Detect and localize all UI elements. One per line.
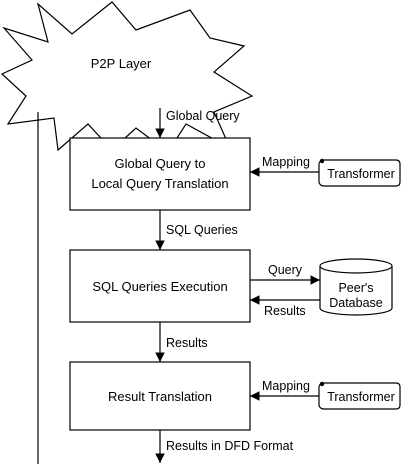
sql-queries-label: SQL Queries (166, 223, 238, 237)
peers-database-store: Peer's Database (319, 258, 393, 316)
database-label-line1: Peer's (338, 281, 373, 295)
global-query-label: Global Query (166, 109, 240, 123)
results-label: Results (166, 336, 208, 350)
p2p-layer-starburst (0, 1, 254, 153)
execution-label: SQL Queries Execution (92, 279, 227, 294)
execution-process: SQL Queries Execution (69, 249, 251, 323)
transformer-store-bottom: Transformer (318, 381, 401, 410)
translation-label-line1: Global Query to (114, 156, 205, 171)
results-dfd-label: Results in DFD Format (166, 439, 294, 453)
result-translation-label: Result Translation (108, 389, 212, 404)
transformer-top-label: Transformer (327, 167, 395, 181)
mapping-top-label: Mapping (262, 155, 310, 169)
mapping-bottom-label: Mapping (262, 379, 310, 393)
transformer-bottom-label: Transformer (327, 390, 395, 404)
database-label-line2: Database (329, 296, 383, 310)
query-label: Query (268, 263, 303, 277)
p2p-layer-label: P2P Layer (91, 56, 152, 71)
translation-label-line2: Local Query Translation (91, 176, 228, 191)
translation-process: Global Query to Local Query Translation (69, 137, 251, 211)
result-translation-process: Result Translation (69, 361, 251, 431)
transformer-store-top: Transformer (318, 158, 401, 187)
db-results-label: Results (264, 304, 306, 318)
p2p-layer-node: P2P Layer (0, 1, 254, 153)
